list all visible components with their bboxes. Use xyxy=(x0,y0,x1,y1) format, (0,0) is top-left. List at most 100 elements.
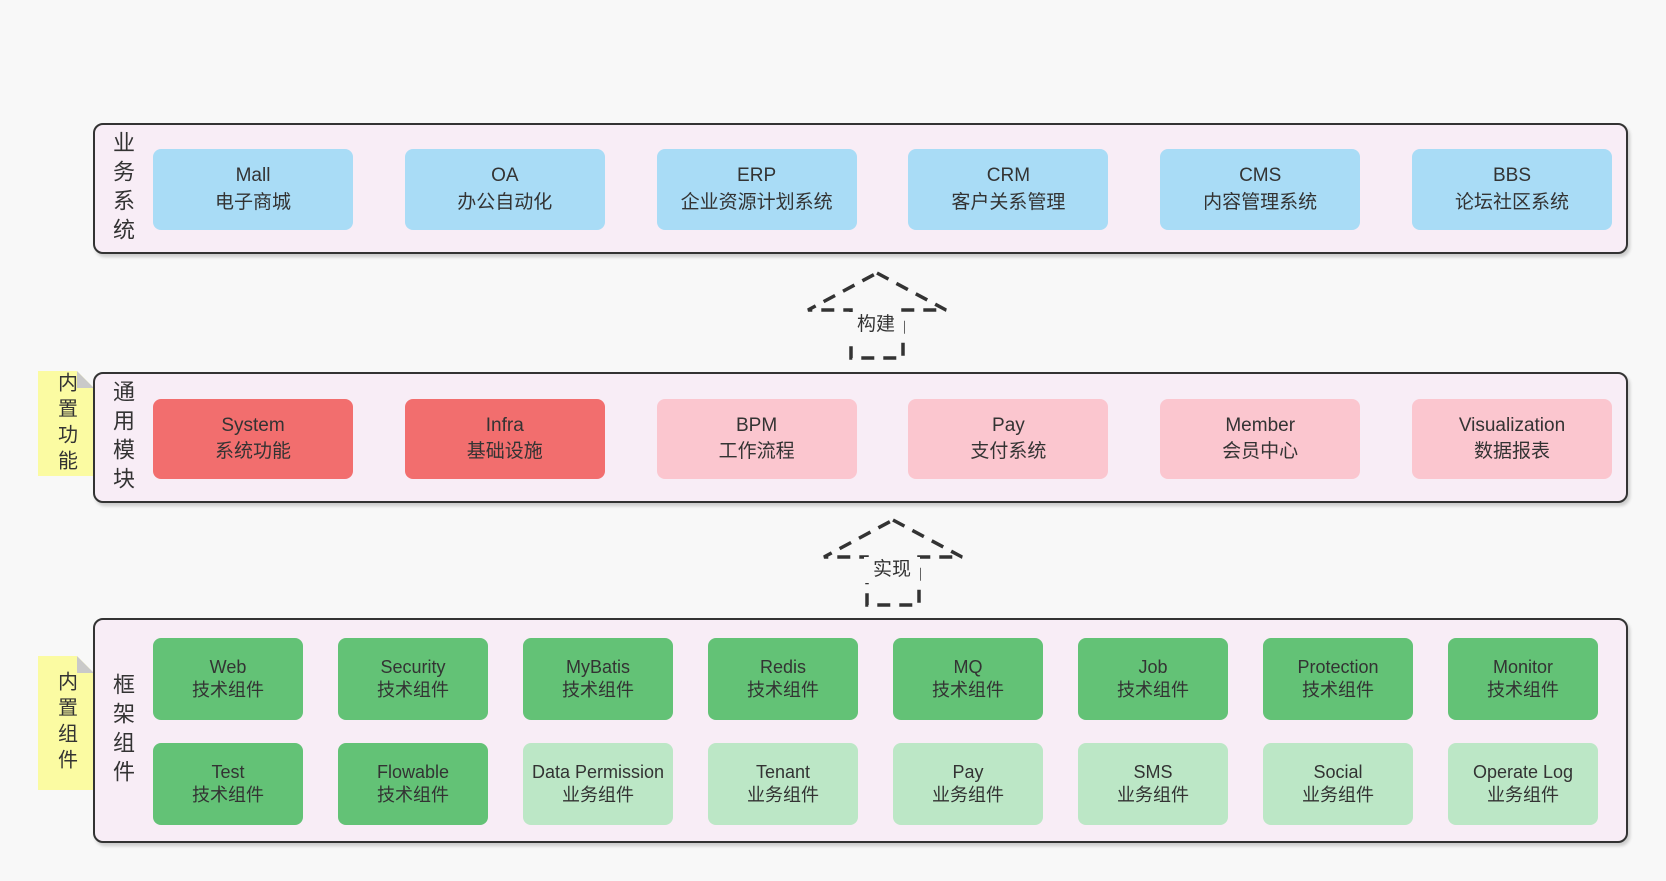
box-title: OA xyxy=(491,165,519,187)
box-pay: Pay 支付系统 xyxy=(908,399,1109,479)
section-label: 框架组件 xyxy=(110,672,135,789)
box-title: Web xyxy=(209,656,247,677)
box-subtitle: 技术组件 xyxy=(192,680,264,700)
box-flowable: Flowable 技术组件 xyxy=(338,743,488,825)
box-title: Security xyxy=(380,656,446,677)
box-test: Test 技术组件 xyxy=(153,743,303,825)
box-title: System xyxy=(221,414,285,436)
box-operate-log: Operate Log 业务组件 xyxy=(1448,743,1598,825)
box-security: Security 技术组件 xyxy=(338,638,488,720)
box-title: Visualization xyxy=(1458,414,1566,436)
box-subtitle: 论坛社区系统 xyxy=(1454,191,1569,213)
box-protection: Protection 技术组件 xyxy=(1263,638,1413,720)
box-mq: MQ 技术组件 xyxy=(893,638,1043,720)
box-subtitle: 数据报表 xyxy=(1473,441,1550,462)
box-crm: CRM 客户关系管理 xyxy=(908,149,1109,230)
box-title: Redis xyxy=(759,656,807,677)
box-data-permission: Data Permission 业务组件 xyxy=(523,743,673,825)
box-subtitle: 内容管理系统 xyxy=(1203,191,1318,213)
box-subtitle: 会员中心 xyxy=(1222,441,1299,462)
box-subtitle: 技术组件 xyxy=(1302,680,1374,700)
box-title: Tenant xyxy=(755,761,811,782)
section-business-systems: 业务系统 Mall 电子商城 OA 办公自动化 ERP 企业资源计划系统 CRM 客户关系管理… xyxy=(93,123,1628,254)
box-cms: CMS 内容管理系统 xyxy=(1160,149,1361,230)
box-title: Protection xyxy=(1297,656,1379,677)
box-subtitle: 业务组件 xyxy=(1117,785,1189,805)
box-infra: Infra 基础设施 xyxy=(404,399,605,479)
box-title: BPM xyxy=(736,414,778,436)
box-subtitle: 技术组件 xyxy=(377,680,449,700)
box-subtitle: 支付系统 xyxy=(970,441,1047,462)
box-title: BBS xyxy=(1492,165,1531,187)
box-job: Job 技术组件 xyxy=(1078,638,1228,720)
box-subtitle: 电子商城 xyxy=(214,191,291,213)
box-subtitle: 基础设施 xyxy=(466,441,543,462)
box-bbs: BBS 论坛社区系统 xyxy=(1411,149,1612,230)
box-pay: Pay 业务组件 xyxy=(893,743,1043,825)
box-subtitle: 企业资源计划系统 xyxy=(680,191,833,213)
box-subtitle: 系统功能 xyxy=(214,441,291,462)
box-erp: ERP 企业资源计划系统 xyxy=(656,149,857,230)
box-subtitle: 业务组件 xyxy=(932,785,1004,805)
box-title: Member xyxy=(1225,414,1296,436)
box-web: Web 技术组件 xyxy=(153,638,303,720)
box-subtitle: 技术组件 xyxy=(1117,680,1189,700)
box-sms: SMS 业务组件 xyxy=(1078,743,1228,825)
implement-arrow-label: 实现 xyxy=(864,557,921,583)
box-subtitle: 技术组件 xyxy=(377,785,449,805)
box-member: Member 会员中心 xyxy=(1160,399,1361,479)
box-visualization: Visualization 数据报表 xyxy=(1411,399,1612,479)
box-subtitle: 业务组件 xyxy=(1302,785,1374,805)
box-bpm: BPM 工作流程 xyxy=(656,399,857,479)
box-subtitle: 业务组件 xyxy=(747,785,819,805)
box-title: MQ xyxy=(953,656,983,677)
sticky-note-builtin-components: 内置组件 xyxy=(38,656,94,790)
section-label: 业务系统 xyxy=(110,130,135,247)
sticky-note-label: 内置组件 xyxy=(54,671,77,775)
sticky-note-label: 内置功能 xyxy=(54,371,77,476)
box-tenant: Tenant 业务组件 xyxy=(708,743,858,825)
box-subtitle: 业务组件 xyxy=(562,785,634,805)
box-title: SMS xyxy=(1133,761,1173,782)
box-title: Social xyxy=(1313,761,1363,782)
box-title: Data Permission xyxy=(531,761,665,782)
box-title: MyBatis xyxy=(565,656,630,677)
box-title: Operate Log xyxy=(1472,761,1574,782)
box-subtitle: 技术组件 xyxy=(562,680,634,700)
section-framework-components: 框架组件 Web 技术组件 Security 技术组件 MyBatis 技术组件 Redis… xyxy=(93,618,1628,843)
sticky-note-builtin-features: 内置功能 xyxy=(38,371,94,476)
box-title: Infra xyxy=(485,414,524,436)
box-subtitle: 客户关系管理 xyxy=(951,191,1066,213)
box-title: ERP xyxy=(737,165,777,187)
box-mybatis: MyBatis 技术组件 xyxy=(523,638,673,720)
box-system: System 系统功能 xyxy=(153,399,353,479)
box-title: Flowable xyxy=(376,761,450,782)
box-subtitle: 办公自动化 xyxy=(457,191,553,213)
box-title: Job xyxy=(1138,656,1168,677)
box-monitor: Monitor 技术组件 xyxy=(1448,638,1598,720)
box-subtitle: 工作流程 xyxy=(718,441,795,462)
box-title: Pay xyxy=(992,414,1025,436)
box-subtitle: 业务组件 xyxy=(1487,785,1559,805)
box-title: Test xyxy=(211,761,245,782)
box-subtitle: 技术组件 xyxy=(1487,680,1559,700)
box-subtitle: 技术组件 xyxy=(192,785,264,805)
business-systems-row: Mall 电子商城 OA 办公自动化 ERP 企业资源计划系统 CRM 客户关系管理 CMS 内容… xyxy=(153,149,1612,230)
box-title: CRM xyxy=(986,165,1031,187)
box-title: Monitor xyxy=(1492,656,1554,677)
section-label: 通用模块 xyxy=(110,379,135,496)
box-mall: Mall 电子商城 xyxy=(153,149,353,230)
box-title: Pay xyxy=(952,761,984,782)
box-title: CMS xyxy=(1239,165,1282,187)
box-oa: OA 办公自动化 xyxy=(404,149,605,230)
build-arrow-label: 构建 xyxy=(848,312,905,338)
section-common-modules: 通用模块 System 系统功能 Infra 基础设施 BPM 工作流程 Pay 支付系统 Me… xyxy=(93,372,1628,503)
box-social: Social 业务组件 xyxy=(1263,743,1413,825)
box-title: Mall xyxy=(235,165,271,187)
common-modules-row: System 系统功能 Infra 基础设施 BPM 工作流程 Pay 支付系统 Member 会… xyxy=(153,399,1612,479)
box-subtitle: 技术组件 xyxy=(932,680,1004,700)
